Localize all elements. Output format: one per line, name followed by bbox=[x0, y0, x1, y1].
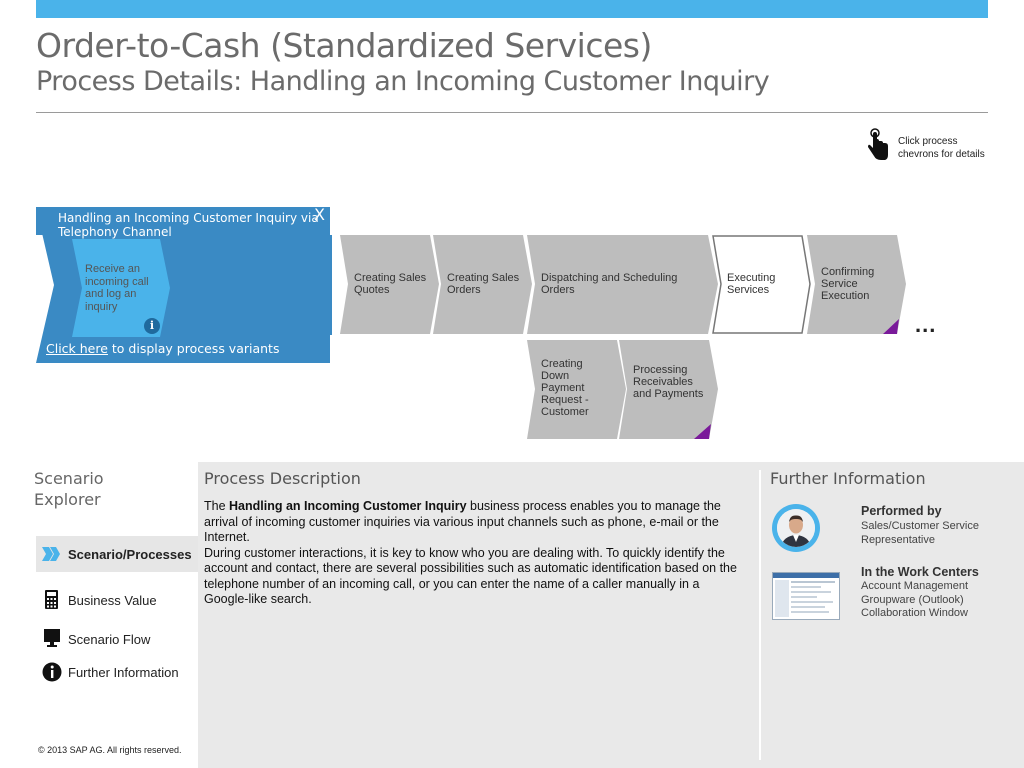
process-step-shape bbox=[72, 239, 170, 337]
chevron-label: Creating Sales Quotes bbox=[354, 272, 427, 296]
close-button[interactable]: X bbox=[314, 205, 325, 224]
nav-scenario-flow[interactable]: Scenario Flow bbox=[36, 621, 198, 657]
work-center-thumbnail bbox=[773, 573, 839, 617]
description-paragraph-1: The Handling an Incoming Customer Inquir… bbox=[204, 499, 721, 544]
work-center-item: Groupware (Outlook) bbox=[861, 593, 964, 606]
chevron-shape bbox=[433, 235, 532, 334]
header-divider bbox=[36, 112, 988, 113]
variants-text: Click here to display process variants bbox=[46, 341, 279, 356]
process-description-title: Process Description bbox=[204, 469, 361, 488]
chevron-down-payment-request[interactable]: Creating Down Payment Request - Customer bbox=[527, 340, 627, 439]
selected-process-title: Handling an Incoming Customer Inquiry vi… bbox=[58, 211, 319, 239]
chevron-label: Dispatching and Scheduling Orders bbox=[541, 272, 678, 296]
pointing-hand-icon bbox=[868, 128, 888, 160]
process-step-label: Receive an incoming call and log an inqu… bbox=[85, 263, 149, 313]
variants-suffix: to display process variants bbox=[107, 341, 280, 356]
chevron-creating-sales-orders[interactable]: Creating Sales Orders bbox=[433, 235, 533, 334]
chevron-label: Creating Down Payment Request - Customer bbox=[541, 358, 589, 418]
chevron-shape bbox=[527, 235, 718, 334]
process-name-bold: Handling an Incoming Customer Inquiry bbox=[229, 499, 467, 513]
chevron-dispatching-scheduling[interactable]: Dispatching and Scheduling Orders bbox=[527, 235, 719, 334]
selected-process-chevron[interactable]: Handling an Incoming Customer Inquiry vi… bbox=[36, 205, 346, 363]
performed-by-label: Performed by bbox=[861, 504, 942, 518]
work-centers-list: Account Management Groupware (Outlook) C… bbox=[861, 580, 968, 621]
info-icon[interactable]: i bbox=[144, 318, 160, 334]
chevron-hint: Click process chevrons for details bbox=[866, 128, 996, 164]
chevron-shape bbox=[527, 340, 626, 439]
work-center-item: Account Management bbox=[861, 580, 969, 592]
chevron-confirming-service-execution[interactable]: Confirming Service Execution bbox=[807, 235, 907, 334]
page-title: Order-to-Cash (Standardized Services) bbox=[36, 26, 652, 65]
person-photo bbox=[777, 509, 815, 547]
chevron-creating-sales-quotes[interactable]: Creating Sales Quotes bbox=[340, 235, 440, 334]
performed-by-value: Sales/Customer Service Representative bbox=[861, 520, 979, 546]
work-centers-label: In the Work Centers bbox=[861, 565, 979, 579]
nav-further-information[interactable]: Further Information bbox=[36, 654, 198, 690]
chevron-shape bbox=[340, 235, 439, 334]
work-center-item: Collaboration Window bbox=[861, 607, 968, 619]
copyright-notice: © 2013 SAP AG. All rights reserved. bbox=[38, 745, 182, 755]
process-description-text: The Handling an Incoming Customer Inquir… bbox=[204, 499, 744, 608]
calculator-icon bbox=[45, 590, 58, 609]
chevron-label: Creating Sales Orders bbox=[447, 272, 520, 296]
chevron-executing-services[interactable]: Executing Services bbox=[712, 235, 812, 334]
nav-label: Scenario/Processes bbox=[68, 547, 192, 562]
description-paragraph-2: During customer interactions, it is key … bbox=[204, 545, 737, 607]
chevron-shape bbox=[619, 340, 718, 439]
chevron-label: Processing Receivables and Payments bbox=[633, 364, 704, 400]
hint-text: Click process chevrons for details bbox=[898, 136, 985, 160]
further-information-title: Further Information bbox=[770, 469, 926, 488]
panel-divider bbox=[759, 470, 761, 760]
page-subtitle: Process Details: Handling an Incoming Cu… bbox=[36, 66, 770, 97]
more-processes-indicator[interactable]: ... bbox=[915, 312, 937, 337]
nav-label: Further Information bbox=[68, 665, 179, 680]
chevron-label: Executing Services bbox=[727, 272, 776, 296]
info-icon bbox=[42, 662, 62, 682]
avatar bbox=[772, 504, 820, 552]
nav-business-value[interactable]: Business Value bbox=[36, 582, 198, 618]
nav-label: Business Value bbox=[68, 593, 157, 608]
work-center-screenshot[interactable] bbox=[772, 572, 840, 620]
chevron-label: Confirming Service Execution bbox=[821, 266, 875, 302]
chevron-shape bbox=[712, 235, 811, 334]
double-chevron-icon bbox=[40, 544, 62, 564]
nav-scenario-processes[interactable]: Scenario/Processes bbox=[36, 536, 198, 572]
chevron-processing-receivables[interactable]: Processing Receivables and Payments bbox=[619, 340, 719, 439]
nav-label: Scenario Flow bbox=[68, 632, 151, 647]
top-accent-bar bbox=[36, 0, 988, 18]
scenario-explorer: Scenario Explorer Scenario/Processes Bus… bbox=[0, 462, 198, 768]
chevron-shape bbox=[807, 235, 906, 334]
process-step-chevron[interactable]: Receive an incoming call and log an inqu… bbox=[72, 239, 172, 337]
detail-panel: Process Description The Handling an Inco… bbox=[198, 462, 1024, 768]
variants-link[interactable]: Click here bbox=[46, 341, 108, 356]
monitor-icon bbox=[44, 629, 60, 647]
explorer-title: Scenario Explorer bbox=[34, 469, 104, 509]
